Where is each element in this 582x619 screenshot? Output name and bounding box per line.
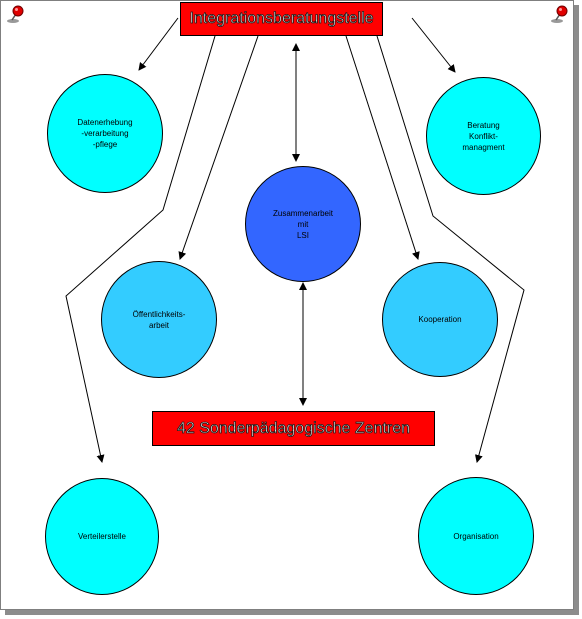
- datenerhebung-node: Datenerhebung -verarbeitung -pflege: [47, 74, 163, 193]
- datenerhebung-label: Datenerhebung -verarbeitung -pflege: [77, 118, 133, 149]
- verteilerstelle-node: Verteilerstelle: [45, 478, 159, 595]
- pushpin-icon[interactable]: [550, 4, 570, 24]
- verteilerstelle-label: Verteilerstelle: [77, 532, 127, 541]
- beratung-label: Beratung Konflikt- managment: [462, 120, 505, 152]
- edge-top-to-datenerhebung: [138, 17, 179, 71]
- oeffentlichkeitsarbeit-label: Öffentlichkeits- arbeit: [132, 309, 186, 330]
- edge-top-to-kooperation: [345, 35, 420, 260]
- beratung-node: Beratung Konflikt- managment: [426, 77, 541, 195]
- organisation-label: Organisation: [453, 531, 499, 541]
- integrationsberatungstelle-box: Integrationsberatungstelle: [180, 2, 383, 36]
- zusammenarbeit-label: Zusammenarbeit mit LSI: [272, 208, 334, 240]
- edge-top-to-oeffentlichkeit: [178, 35, 259, 260]
- integrationsberatungstelle-label: Integrationsberatungstelle: [189, 10, 374, 28]
- edge-top-to-organisation: [376, 35, 525, 463]
- oeffentlichkeitsarbeit-node: Öffentlichkeits- arbeit: [101, 261, 217, 378]
- edge-top-to-verteilerstelle: [65, 35, 216, 463]
- kooperation-label: Kooperation: [418, 315, 462, 324]
- pushpin-icon[interactable]: [6, 4, 26, 24]
- zusammenarbeit-node: Zusammenarbeit mit LSI: [245, 166, 361, 282]
- organisation-node: Organisation: [418, 477, 534, 595]
- kooperation-node: Kooperation: [382, 262, 498, 377]
- sonderpaedagogische-zentren-label: 42 Sonderpädagogische Zentren: [176, 419, 411, 437]
- edge-top-to-beratung: [411, 17, 456, 73]
- sonderpaedagogische-zentren-box: 42 Sonderpädagogische Zentren: [152, 411, 435, 446]
